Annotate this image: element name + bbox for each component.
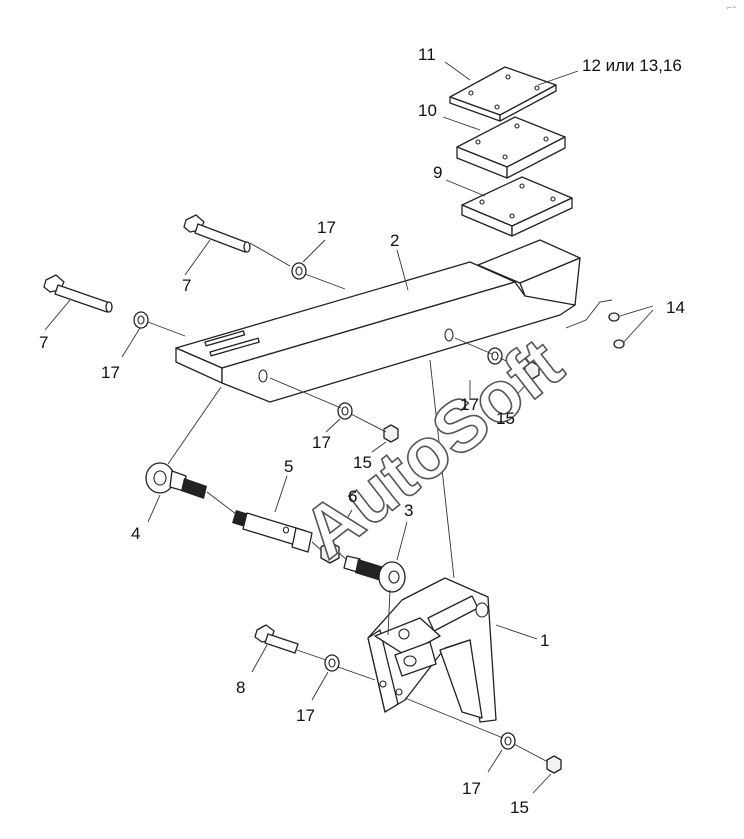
bolt-7-lower xyxy=(43,274,113,313)
nut-14-b xyxy=(613,339,625,349)
callout-11: 11 xyxy=(418,45,436,64)
plate-9 xyxy=(461,176,573,237)
nut-15-a xyxy=(524,361,540,380)
bolt-8 xyxy=(254,624,299,654)
rod-end-3 xyxy=(343,555,406,593)
callout-4: 4 xyxy=(131,524,140,543)
washer-17-e xyxy=(324,654,340,672)
callout-12: 12 или 13,16 xyxy=(582,56,682,75)
callout-3: 3 xyxy=(404,501,413,520)
rod-end-4 xyxy=(145,462,207,499)
beam-2 xyxy=(175,239,581,403)
callout-7-upper: 7 xyxy=(182,276,191,295)
callout-15-c: 15 xyxy=(510,798,529,817)
plate-10 xyxy=(456,116,566,179)
callout-17-c: 17 xyxy=(460,395,479,414)
callout-14: 14 xyxy=(666,298,685,317)
washer-17-d xyxy=(487,347,503,365)
washer-17-f xyxy=(500,732,516,750)
callout-6: 6 xyxy=(348,487,357,506)
callout-1: 1 xyxy=(540,631,549,650)
bracket-1 xyxy=(367,577,497,723)
coupling-5 xyxy=(232,510,313,553)
bolt-7-upper xyxy=(183,214,251,253)
callout-8: 8 xyxy=(236,678,245,697)
callout-17-d: 17 xyxy=(312,433,331,452)
washer-17-c xyxy=(337,402,353,420)
callout-9: 9 xyxy=(433,163,442,182)
plate-11 xyxy=(449,66,557,122)
callout-labels: 11 12 или 13,16 10 9 2 17 7 7 17 14 17 1… xyxy=(39,45,685,817)
callout-5: 5 xyxy=(284,457,293,476)
nut-15-b xyxy=(383,424,399,443)
callout-15-b: 15 xyxy=(353,453,372,472)
callout-17-b: 17 xyxy=(101,363,120,382)
callout-17-e: 17 xyxy=(296,706,315,725)
callout-15-a: 15 xyxy=(496,409,515,428)
washer-17-b xyxy=(133,311,149,329)
callout-7-lower: 7 xyxy=(39,333,48,352)
leader-lines xyxy=(44,61,654,794)
washer-17-a xyxy=(291,262,307,280)
locknut-6 xyxy=(320,541,340,564)
callout-10: 10 xyxy=(418,101,437,120)
nut-15-c xyxy=(546,755,562,774)
callout-17-f: 17 xyxy=(462,779,481,798)
corner-mark: ⌐~ xyxy=(727,3,737,12)
callout-2: 2 xyxy=(390,231,399,250)
nut-14-a xyxy=(608,312,620,322)
callout-17-a: 17 xyxy=(317,218,336,237)
